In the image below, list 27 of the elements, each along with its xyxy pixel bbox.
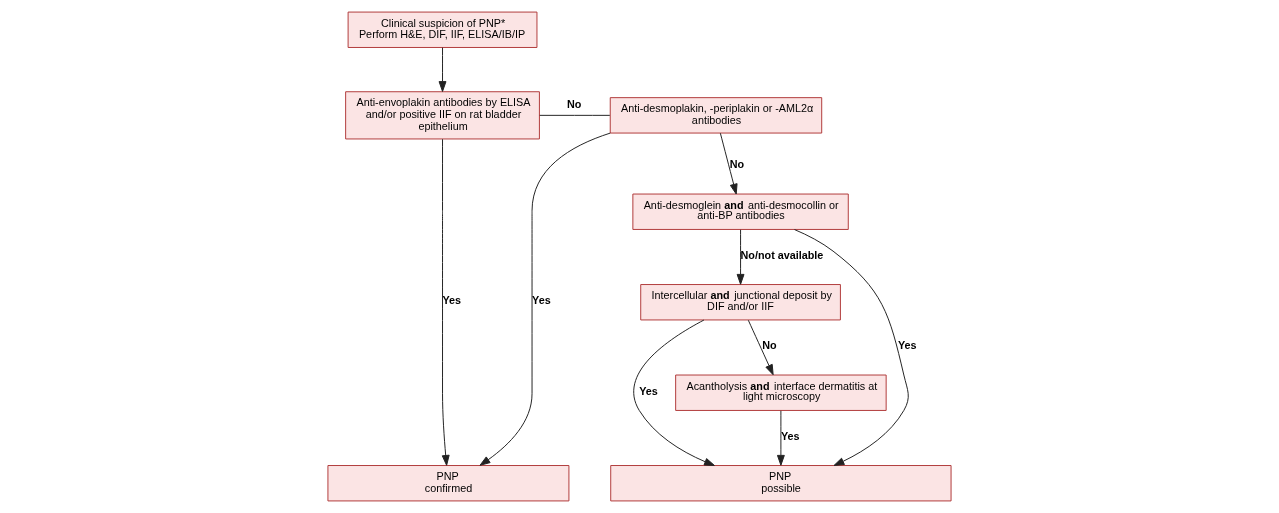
arrow [776, 410, 785, 466]
arrow [747, 319, 774, 376]
node-box: Clinical suspicion of PNP* Perform H&E, DIF, IIF, ELISA/IB/IP [347, 11, 538, 48]
node-box: Intercellular and junctional deposit by DIF and/or IIF [640, 284, 841, 321]
arrow [441, 138, 450, 466]
node-box: Acantholysis and interface dermatitis at light microscopy [675, 374, 887, 411]
arrow [794, 229, 909, 466]
edge-label: Yes [639, 384, 658, 397]
edge-label: Yes [780, 429, 800, 442]
edge-label: Yes [442, 294, 462, 307]
node-box: Anti-envoplakin antibodies by ELISA and/or positive IIF on rat bladder epithelium [345, 91, 540, 140]
edge-label: Yes [532, 294, 551, 307]
node-box: Anti-desmoplakin, -periplakin or -AML2α antibodies [609, 97, 823, 134]
edge-label: No [729, 158, 745, 171]
edge-label: No [762, 339, 777, 352]
arrow [479, 132, 611, 466]
edge-label: No/not available [740, 248, 824, 261]
node-box: PNP confirmed [327, 465, 570, 502]
node-box: Anti-desmoglein and anti-desmocollin or anti-BP antibodies [632, 193, 849, 230]
node-box: PNP possible [610, 465, 952, 502]
edge-label: Yes [897, 339, 917, 352]
connector [539, 114, 611, 116]
edge-label: No [566, 98, 582, 111]
arrow [719, 132, 738, 195]
arrow [736, 229, 745, 285]
arrow [438, 47, 447, 92]
arrow [633, 319, 715, 466]
